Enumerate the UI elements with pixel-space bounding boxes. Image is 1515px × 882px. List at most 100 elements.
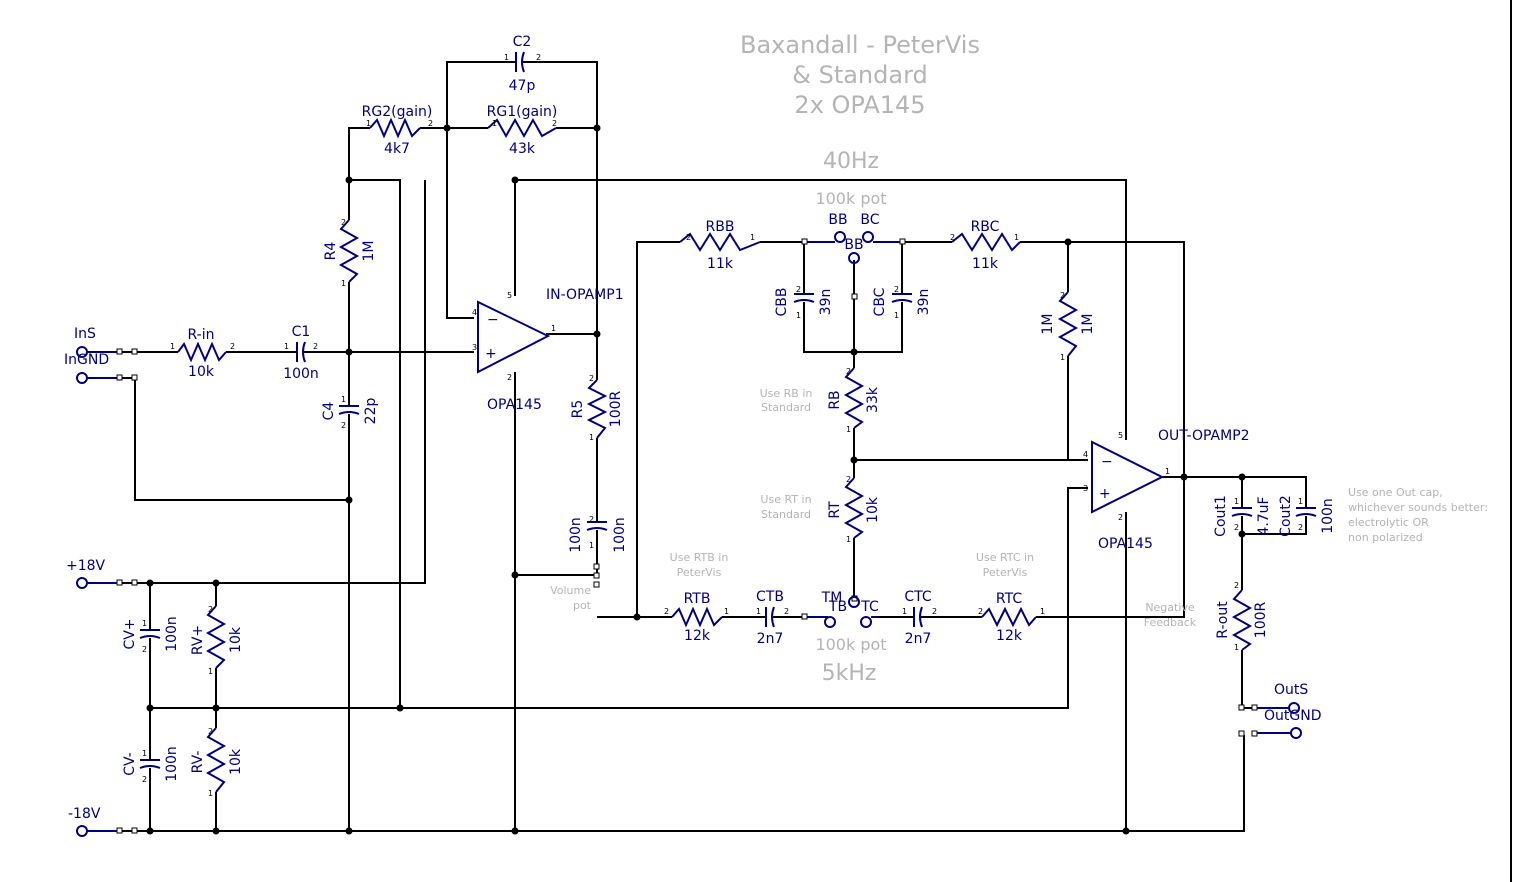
rbc-name: RBC: [971, 219, 1000, 235]
rtc-value: 12k: [996, 628, 1023, 644]
svg-text:1: 1: [1298, 497, 1303, 506]
resistors: [177, 117, 1253, 793]
title-line-2: & Standard: [792, 61, 928, 89]
port-ins-label: InS: [74, 326, 96, 342]
svg-text:1: 1: [341, 279, 346, 288]
svg-text:4: 4: [472, 308, 477, 317]
rbb-value: 11k: [707, 256, 734, 272]
cbc-name: CBC: [872, 287, 888, 316]
opamp1-part-label: OPA145: [487, 397, 542, 413]
svg-text:1: 1: [504, 53, 509, 62]
svg-text:2: 2: [978, 607, 983, 616]
ctc-value: 2n7: [905, 631, 932, 647]
capacitor-c2: [508, 51, 530, 73]
cout1-value: 4.7uF: [1256, 496, 1272, 535]
rvp-name: RV+: [190, 625, 206, 655]
resistor-rtb: [671, 606, 723, 628]
resistor-rbb: [679, 232, 761, 252]
capacitor-cvol: [586, 512, 608, 540]
port-outs-label: OutS: [1274, 682, 1308, 698]
svg-text:1: 1: [1234, 497, 1239, 506]
svg-text:2: 2: [846, 475, 851, 484]
capacitor-cbb: [793, 288, 815, 308]
svg-text:2: 2: [664, 607, 669, 616]
cvp-value: 100n: [164, 616, 180, 652]
capacitors: [139, 51, 1317, 786]
note-outcap-3: electrolytic OR: [1348, 516, 1429, 529]
resistor-r4: [338, 219, 360, 283]
svg-text:2: 2: [1298, 523, 1303, 532]
svg-text:1: 1: [894, 311, 899, 320]
opamp-labels: IN-OPAMP1 OPA145 OUT-OPAMP2 OPA145: [487, 287, 1250, 552]
svg-text:1: 1: [724, 607, 729, 616]
svg-text:1: 1: [902, 607, 907, 616]
svg-text:5: 5: [507, 291, 512, 300]
svg-text:1: 1: [750, 233, 755, 242]
cout1-name: Cout1: [1213, 495, 1229, 537]
svg-text:5: 5: [1118, 431, 1123, 440]
svg-text:2: 2: [507, 373, 512, 382]
svg-text:1: 1: [551, 324, 556, 333]
rout-value: 100R: [1253, 602, 1269, 639]
note-rt-2: Standard: [761, 508, 811, 521]
pin-markers: [116, 238, 1258, 834]
capacitor-c4: [338, 390, 360, 432]
r5-name: R5: [570, 400, 586, 419]
title-line-1: Baxandall - PeterVis: [740, 31, 980, 59]
note-outcap-2: whichever sounds better:: [1348, 501, 1488, 514]
capacitor-cout1: [1231, 498, 1253, 524]
opamp2-net-label: OUT-OPAMP2: [1158, 428, 1250, 444]
resistor-rin: [177, 341, 227, 363]
rvm-value: 10k: [228, 748, 244, 775]
svg-text:2: 2: [536, 53, 541, 62]
svg-text:1: 1: [284, 342, 289, 351]
c1-name: C1: [292, 324, 311, 340]
annotation-notes: Use RB in Standard Use RT in Standard Us…: [550, 387, 1488, 629]
port-ingnd-label: InGND: [64, 352, 109, 368]
svg-text:1: 1: [366, 119, 371, 128]
component-labels-horizontal: R-in 10k C1 100n C2 47p RG2(gain) 4k7 RG…: [188, 34, 1023, 647]
cbc-value: 39n: [916, 289, 932, 316]
svg-text:2: 2: [552, 119, 557, 128]
opamp1-net-label: IN-OPAMP1: [546, 287, 624, 303]
svg-text:2: 2: [894, 285, 899, 294]
svg-text:1: 1: [208, 667, 213, 676]
resistor-rvp: [205, 605, 227, 669]
svg-text:1: 1: [1165, 467, 1170, 476]
ctb-name: CTB: [756, 589, 784, 605]
rin-name: R-in: [188, 327, 215, 343]
svg-text:1: 1: [170, 342, 175, 351]
note-volume-1: Volume: [550, 584, 591, 597]
svg-text:2: 2: [230, 342, 235, 351]
svg-text:2: 2: [784, 607, 789, 616]
port-outgnd-label: OutGND: [1264, 708, 1321, 724]
svg-text:1: 1: [1040, 607, 1045, 616]
pot-bb-wiper-label: BB: [844, 237, 863, 253]
ctc-name: CTC: [904, 589, 932, 605]
svg-text:2: 2: [1234, 581, 1239, 590]
c2-name: C2: [513, 34, 532, 50]
component-labels-vertical: R4 1M C4 22p R5 100R 100n 100n CBB 39n C…: [122, 241, 1336, 782]
rin-value: 10k: [188, 364, 215, 380]
resistor-rbc: [951, 232, 1021, 252]
svg-text:+: +: [485, 346, 497, 362]
opamp-1: − +: [477, 300, 551, 374]
svg-text:2: 2: [950, 233, 955, 242]
svg-text:1: 1: [846, 425, 851, 434]
svg-text:1: 1: [796, 311, 801, 320]
svg-text:2: 2: [142, 775, 147, 784]
svg-text:1: 1: [341, 395, 346, 404]
port-terminals: [76, 231, 1302, 837]
svg-text:2: 2: [1234, 523, 1239, 532]
svg-text:4: 4: [1083, 450, 1088, 459]
pot-tm-label: TM: [821, 590, 843, 606]
capacitor-c1: [288, 341, 312, 363]
svg-text:1: 1: [846, 535, 851, 544]
note-negfb-1: Negative: [1145, 601, 1195, 614]
ctb-value: 2n7: [757, 631, 784, 647]
title-line-3: 2x OPA145: [794, 91, 925, 119]
cvp-name: CV+: [122, 618, 138, 649]
cvol-name: 100n: [568, 517, 584, 553]
cbb-name: CBB: [774, 288, 790, 317]
